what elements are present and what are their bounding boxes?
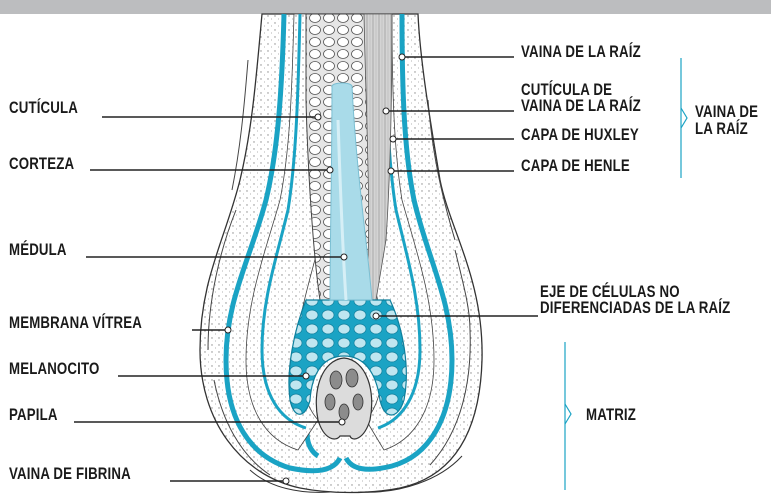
- label-corteza: CORTEZA: [9, 155, 74, 172]
- label-vaina-fibrina: VAINA DE FIBRINA: [9, 465, 131, 482]
- label-matriz: MATRIZ: [586, 406, 636, 423]
- label-papila: PAPILA: [9, 406, 58, 423]
- label-vaina-de-1: VAINA DE: [695, 104, 758, 120]
- label-vaina-de-2: LA RAÍZ: [695, 121, 748, 137]
- label-vaina-raiz: VAINA DE LA RAÍZ: [521, 43, 641, 60]
- label-cuticula-vaina-2: VAINA DE LA RAÍZ: [521, 98, 641, 114]
- label-medula: MÉDULA: [9, 241, 67, 258]
- label-eje-2: DIFERENCIADAS DE LA RAÍZ: [540, 300, 730, 316]
- label-capa-huxley: CAPA DE HUXLEY: [521, 126, 639, 143]
- label-membrana-vitrea: MEMBRANA VÍTREA: [9, 314, 142, 331]
- label-capa-henle: CAPA DE HENLE: [521, 157, 630, 174]
- label-melanocito: MELANOCITO: [9, 360, 99, 377]
- label-cuticula: CUTÍCULA: [9, 99, 78, 116]
- brackets: [565, 58, 687, 490]
- dermal-papilla: [316, 358, 371, 439]
